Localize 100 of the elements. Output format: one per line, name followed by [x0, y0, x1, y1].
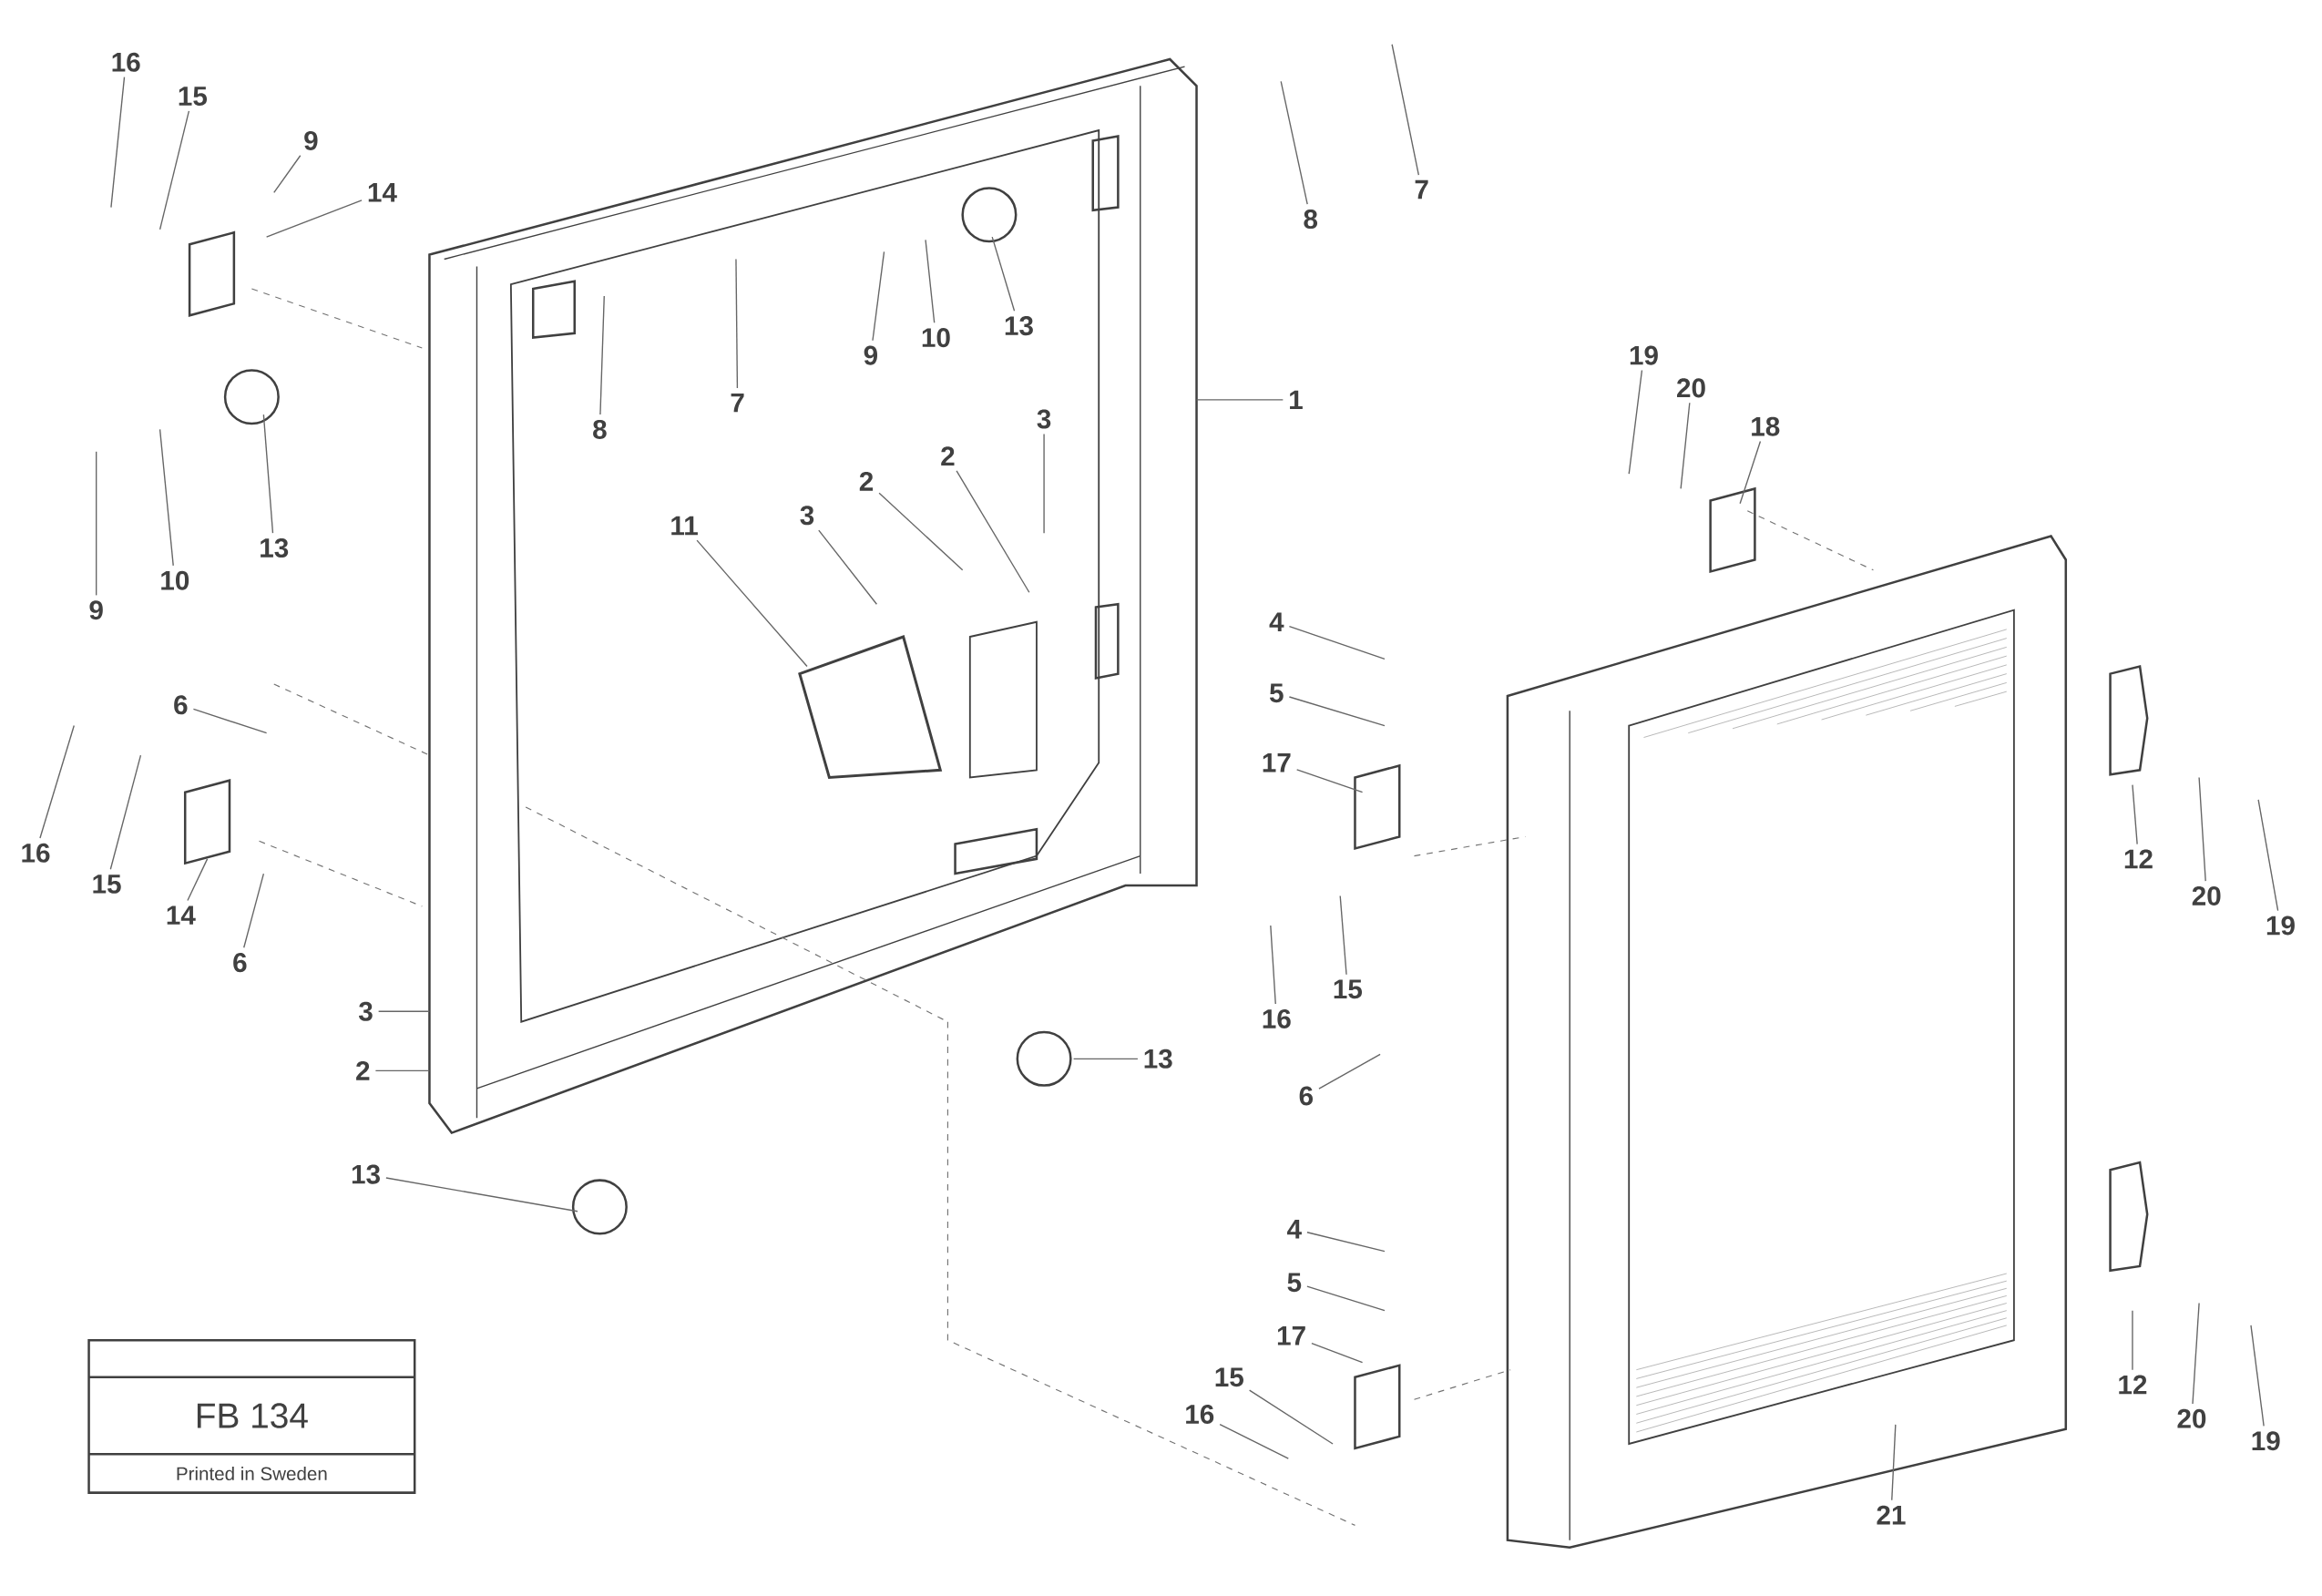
callout-number: 21 [1877, 1505, 1906, 1525]
callout-number: 6 [233, 952, 247, 972]
leader-line [2250, 1325, 2265, 1427]
leader-line [159, 428, 174, 567]
leader-line [878, 492, 964, 571]
callout-number: 19 [1630, 345, 1658, 365]
leader-line [1288, 696, 1386, 727]
leader-line [2192, 1302, 2200, 1405]
leader-line [377, 1010, 431, 1012]
callout-number: 7 [731, 393, 744, 413]
callout-number: 20 [2177, 1408, 2206, 1428]
callout-number: 17 [1277, 1325, 1305, 1345]
leader-line [262, 414, 274, 534]
callout-number: 12 [2119, 1375, 2147, 1395]
callout-number: 11 [671, 516, 698, 536]
callout-number: 6 [174, 695, 188, 715]
callout-number: 13 [1005, 315, 1033, 335]
callout-number: 5 [1287, 1273, 1302, 1292]
title-block-text: FB 134 [197, 1403, 308, 1428]
callout-number: 19 [2252, 1431, 2280, 1451]
leader-line [96, 450, 97, 596]
leader-line [2257, 798, 2279, 912]
callout-number: 16 [1263, 1008, 1291, 1028]
callout-number: 15 [1215, 1367, 1243, 1386]
callout-number: 4 [1287, 1219, 1302, 1239]
callout-number: 2 [941, 446, 955, 466]
leader-line [1891, 1423, 1897, 1501]
callout-number: 2 [859, 471, 874, 491]
callout-number: 2 [356, 1060, 370, 1080]
leader-line [385, 1177, 578, 1212]
leader-line [1288, 625, 1386, 660]
callout-number: 15 [1334, 979, 1363, 999]
leader-line [1628, 369, 1643, 475]
callout-number: 15 [93, 874, 121, 894]
callout-number: 13 [261, 537, 289, 558]
leader-line [991, 236, 1016, 312]
leader-line [1391, 43, 1420, 176]
leader-line [1248, 1389, 1334, 1445]
leader-line [1043, 433, 1045, 534]
leader-line [265, 200, 363, 238]
callout-number: 5 [1270, 683, 1284, 702]
leader-line [39, 724, 75, 839]
leader-line [1680, 402, 1691, 489]
callout-number: 10 [161, 570, 189, 590]
callout-number: 3 [1037, 409, 1051, 429]
leader-line [1219, 1423, 1289, 1459]
callout-number: 18 [1752, 416, 1780, 436]
callout-number: 8 [593, 419, 607, 439]
callout-number: 14 [368, 182, 397, 202]
callout-number: 4 [1269, 612, 1284, 631]
leader-line [187, 857, 209, 902]
callout-number: 10 [922, 327, 950, 347]
leader-line [1072, 1058, 1139, 1059]
callout-number: 20 [1677, 378, 1705, 398]
leader-line [1195, 399, 1284, 401]
leader-line [192, 708, 268, 734]
callout-number: 3 [358, 1001, 373, 1021]
callout-number: 19 [2266, 916, 2295, 936]
leader-line [110, 76, 126, 209]
leader-line [1280, 80, 1308, 205]
callout-number: 9 [304, 130, 318, 150]
callout-number: 16 [1186, 1404, 1214, 1424]
leader-line [925, 239, 936, 323]
leader-line [243, 873, 265, 948]
callout-number: 1 [1290, 390, 1303, 409]
callout-number: 13 [352, 1164, 380, 1184]
callout-number: 8 [1304, 209, 1318, 229]
leader-line [2132, 1309, 2133, 1371]
leader-line [1306, 1231, 1386, 1253]
leader-line [1318, 1053, 1381, 1090]
callout-number: 3 [800, 505, 814, 526]
callout-number: 13 [1144, 1049, 1172, 1069]
leader-line [1739, 440, 1762, 505]
leader-line [696, 539, 808, 667]
callout-number: 7 [1415, 179, 1428, 200]
callout-number: 9 [864, 345, 878, 365]
callout-number: 17 [1263, 752, 1291, 772]
leader-line [159, 109, 190, 230]
leader-line [599, 295, 605, 415]
callout-number: 16 [112, 52, 140, 72]
leader-line [273, 154, 302, 193]
leader-line [1296, 769, 1364, 793]
leader-line [2198, 776, 2206, 882]
callout-number: 15 [179, 87, 208, 106]
callout-number: 14 [167, 905, 196, 925]
callout-number: 9 [89, 600, 103, 620]
leader-line [735, 258, 739, 389]
leader-line [1339, 895, 1347, 976]
callout-number: 6 [1299, 1086, 1313, 1106]
leader-line [1311, 1342, 1364, 1364]
callout-number: 16 [22, 843, 50, 863]
leader-line [1306, 1285, 1386, 1312]
leader-line [374, 1069, 431, 1071]
title-block-text: Printed in Sweden [177, 1466, 327, 1480]
leader-line [818, 529, 878, 605]
leader-line [872, 251, 885, 342]
leader-line [956, 470, 1030, 593]
leader-line [1270, 925, 1276, 1005]
callout-number: 12 [2124, 849, 2153, 868]
leader-line [2132, 783, 2138, 845]
